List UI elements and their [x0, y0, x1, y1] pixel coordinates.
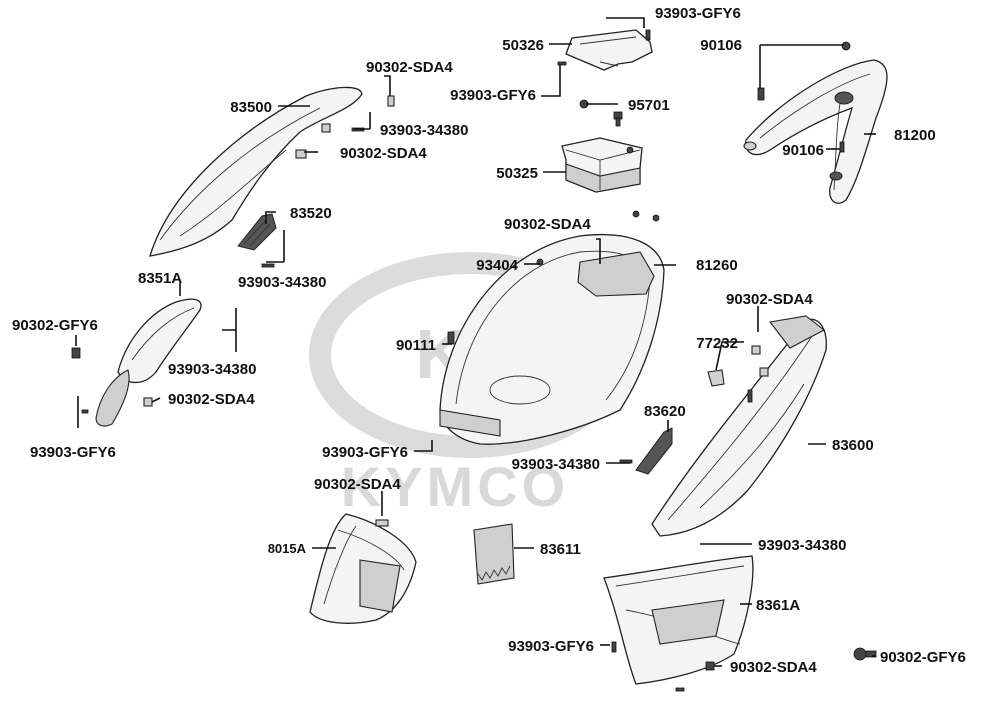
callout-90302-sda4-a: 90302-SDA4: [366, 59, 453, 76]
part-8351a-panel: [71, 298, 202, 427]
callout-90106-top: 90106: [700, 37, 742, 54]
part-90302-gfy6-bolt: [853, 647, 877, 661]
leader-lines: [75, 17, 876, 667]
part-83520-grille: [237, 213, 277, 268]
callout-93903-gfy6-left: 93903-GFY6: [30, 444, 116, 461]
callout-93903-gfy6-mid: 93903-GFY6: [322, 444, 408, 461]
callout-90111: 90111: [396, 337, 436, 354]
callout-93903-gfy6-top: 93903-GFY6: [655, 5, 741, 22]
callout-90302-sda4-c: 90302-SDA4: [504, 216, 591, 233]
callout-90302-sda4-b: 90302-SDA4: [340, 145, 427, 162]
part-77232-clip: [707, 369, 725, 387]
callout-50326: 50326: [502, 37, 544, 54]
callout-95701: 95701: [628, 97, 670, 114]
callout-93903-34380-d: 93903-34380: [512, 456, 600, 473]
callout-8361a: 8361A: [756, 597, 800, 614]
part-8015a-panel: [309, 513, 417, 624]
callout-93903-34380-a: 93903-34380: [380, 122, 468, 139]
callout-90106-mid: 90106: [782, 142, 824, 159]
callout-90302-sda4-f: 90302-SDA4: [314, 476, 401, 493]
callout-50325: 50325: [496, 165, 538, 182]
callout-93903-gfy6-box: 93903-GFY6: [450, 87, 536, 104]
callout-93903-gfy6-bottom: 93903-GFY6: [508, 638, 594, 655]
callout-83620: 83620: [644, 403, 686, 420]
callout-labels: 93903-GFY6 50326 93903-GFY6 95701 50325 …: [12, 5, 966, 676]
callout-93903-34380-b: 93903-34380: [238, 274, 326, 291]
callout-81260: 81260: [696, 257, 738, 274]
part-83600-side-cover: [651, 315, 827, 537]
callout-93903-34380-c: 93903-34380: [168, 361, 256, 378]
callout-83520: 83520: [290, 205, 332, 222]
callout-81200: 81200: [894, 127, 936, 144]
part-83611-sheet: [473, 523, 515, 585]
callout-83500: 83500: [230, 99, 272, 116]
callout-90302-gfy6-right: 90302-GFY6: [880, 649, 966, 666]
callout-83611: 83611: [540, 541, 581, 558]
part-83500-side-cover: [149, 86, 395, 257]
part-8361a-panel: [603, 555, 754, 692]
callout-93903-34380-e: 93903-34380: [758, 537, 846, 554]
part-50326-battery-cover: [557, 29, 653, 71]
part-50325-battery-box: [561, 137, 643, 193]
callout-93404: 93404: [476, 257, 518, 274]
callout-90302-sda4-d: 90302-SDA4: [168, 391, 255, 408]
callout-90302-sda4-g: 90302-SDA4: [730, 659, 817, 676]
part-83620-grille: [619, 427, 673, 475]
part-81200-grab-rail: [743, 41, 888, 204]
part-81260-storage-box: [439, 210, 665, 445]
callout-83600: 83600: [832, 437, 874, 454]
callout-90302-sda4-e: 90302-SDA4: [726, 291, 813, 308]
watermark-brand: KYMCO: [341, 455, 569, 518]
callout-90302-gfy6-left: 90302-GFY6: [12, 317, 98, 334]
callout-8351a: 8351A: [138, 270, 182, 287]
callout-8015a: 8015A: [268, 541, 307, 556]
callout-77232: 77232: [696, 335, 738, 352]
